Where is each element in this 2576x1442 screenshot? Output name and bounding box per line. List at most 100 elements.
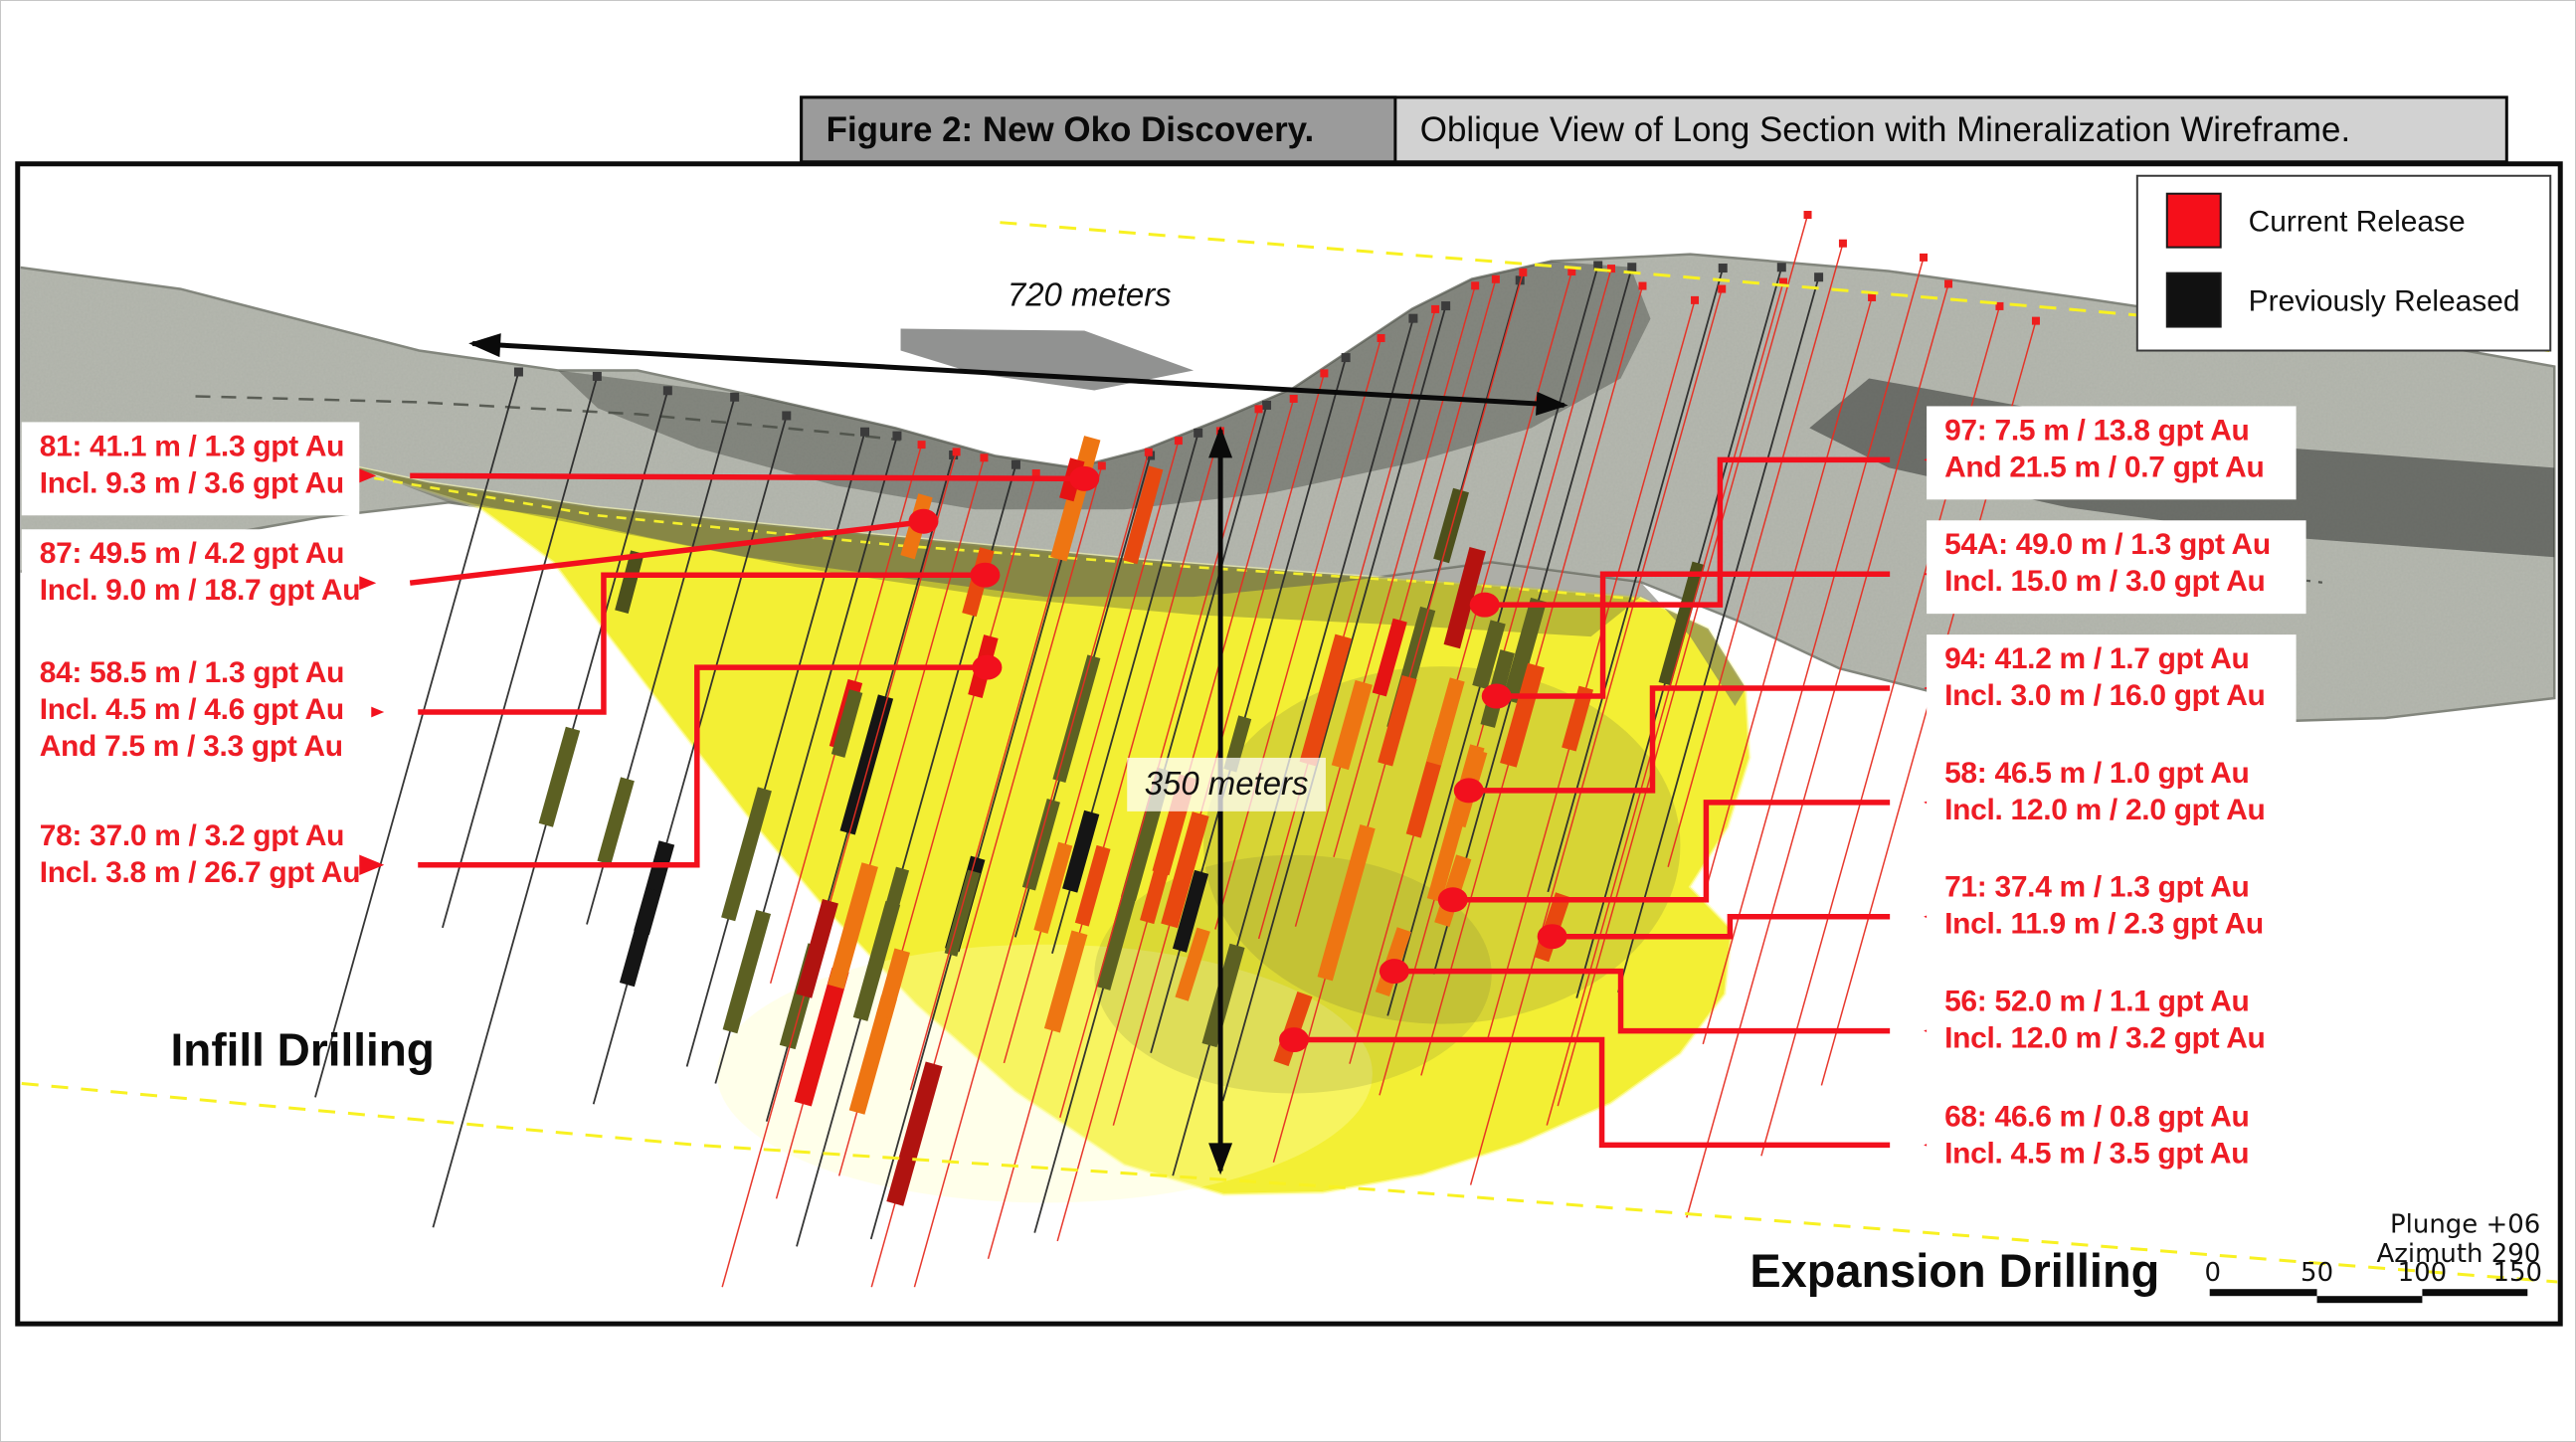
- leader-dot-87: [908, 508, 939, 534]
- collar-marker: [1868, 292, 1877, 301]
- collar-marker: [1519, 268, 1528, 276]
- intercept-bar: [1175, 927, 1210, 1001]
- leader-line-58: [1457, 800, 1891, 903]
- drill-trace: [592, 415, 788, 1105]
- intercept-bar: [1050, 436, 1101, 562]
- collar-marker: [892, 431, 902, 441]
- collar-marker: [1031, 469, 1040, 478]
- annotation-line: Incl. 4.5 m / 3.5 gpt Au: [1944, 1137, 2249, 1170]
- annotation-hole-56: 56: 52.0 m / 1.1 gpt Au Incl. 12.0 m / 3…: [1927, 977, 2297, 1071]
- intercept-bar: [828, 862, 878, 990]
- collar-marker: [952, 448, 961, 456]
- leader-line-71: [1557, 913, 1891, 940]
- annotation-line: 56: 52.0 m / 1.1 gpt Au: [1944, 986, 2249, 1018]
- leader-dot-81: [1069, 465, 1100, 491]
- collar-marker: [513, 367, 523, 377]
- intercept-bar: [796, 898, 838, 998]
- annotation-line: 78: 37.0 m / 3.2 gpt Au: [40, 819, 344, 852]
- scale-bar: 0 50 100 150: [2204, 1258, 2542, 1304]
- collar-marker: [1174, 437, 1183, 446]
- scale-tick-0: 0: [2204, 1258, 2221, 1288]
- view-parameters: Plunge +06 Azimuth 290: [2377, 1209, 2541, 1269]
- figure-subtitle: Oblique View of Long Section with Minera…: [1420, 110, 2350, 149]
- legend-label-previous: Previously Released: [2249, 285, 2520, 318]
- leader-dot-68: [1279, 1027, 1309, 1053]
- annotation-line: Incl. 4.5 m / 4.6 gpt Au: [40, 693, 344, 726]
- collar-marker: [662, 386, 672, 396]
- intercept-bar: [1033, 841, 1073, 934]
- collar-marker: [980, 453, 989, 462]
- leader-dot-97: [1469, 592, 1500, 618]
- collar-marker: [1515, 275, 1525, 285]
- annotation-line: Incl. 11.9 m / 2.3 gpt Au: [1944, 908, 2264, 941]
- intercept-bar: [619, 887, 661, 988]
- leader-line-56: [1398, 968, 1891, 1034]
- collar-marker: [1593, 261, 1603, 270]
- annotation-line: 54A: 49.0 m / 1.3 gpt Au: [1944, 528, 2271, 561]
- collar-marker: [1718, 284, 1727, 293]
- collar-marker: [1491, 274, 1500, 283]
- intercept-annotations: 81: 41.1 m / 1.3 gpt Au Incl. 9.3 m / 3.…: [21, 406, 2306, 1186]
- collar-marker: [1995, 301, 2004, 310]
- annotation-line: Incl. 9.3 m / 3.6 gpt Au: [40, 466, 344, 499]
- collar-marker: [1377, 333, 1385, 342]
- drill-trace: [1702, 257, 1925, 1045]
- intercept-bar: [1502, 597, 1547, 704]
- wireframe-band-shadow: [289, 452, 1641, 637]
- annotation-line: Incl. 12.0 m / 2.0 gpt Au: [1944, 794, 2265, 826]
- collar-marker: [1194, 428, 1203, 438]
- collar-marker: [1814, 272, 1824, 282]
- annotation-line: 84: 58.5 m / 1.3 gpt Au: [40, 656, 344, 689]
- collar-marker: [1441, 301, 1451, 311]
- leader-dot-56: [1379, 959, 1409, 985]
- intercept-bar: [1299, 633, 1353, 767]
- collar-marker: [1408, 313, 1418, 323]
- annotation-line: 68: 46.6 m / 0.8 gpt Au: [1944, 1100, 2249, 1133]
- collar-marker: [2031, 316, 2040, 325]
- intercept-bar: [1443, 547, 1486, 649]
- intercept-bar: [1122, 465, 1164, 565]
- collar-marker: [1011, 459, 1020, 469]
- intercept-bar: [1172, 869, 1209, 953]
- intercept-bar: [839, 694, 894, 835]
- annotation-hole-97: 97: 7.5 m / 13.8 gpt Au And 21.5 m / 0.7…: [1927, 406, 2297, 500]
- leader-line-84: [418, 572, 982, 715]
- drill-trace: [869, 473, 1087, 1240]
- wireframe-top-dashed-edge: [299, 464, 1636, 601]
- leader-line-78: [418, 664, 984, 868]
- annotation-line: 87: 49.5 m / 4.2 gpt Au: [40, 537, 344, 570]
- intercept-bar: [794, 967, 849, 1107]
- drill-trace: [685, 432, 866, 1067]
- collar-marker: [592, 371, 602, 381]
- intercept-bar: [1052, 654, 1101, 783]
- collar-marker: [1144, 448, 1153, 456]
- drill-trace: [1617, 276, 1820, 993]
- annotation-line: 94: 41.2 m / 1.7 gpt Au: [1944, 642, 2249, 675]
- intercept-bar: [1161, 811, 1209, 929]
- intercept-bar: [1372, 618, 1407, 697]
- infill-drilling-label: Infill Drilling: [171, 1024, 435, 1076]
- leader-dot-94: [1453, 778, 1484, 804]
- collar-marker: [1471, 281, 1480, 290]
- annotation-hole-78: 78: 37.0 m / 3.2 gpt Au Incl. 3.8 m / 26…: [21, 811, 361, 905]
- annotation-hole-68: 68: 46.6 m / 0.8 gpt Au Incl. 4.5 m / 3.…: [1927, 1092, 2297, 1186]
- intercept-bar: [615, 550, 644, 614]
- width-measure-label: 720 meters: [1008, 276, 1172, 313]
- intercept-bar: [1331, 679, 1373, 771]
- leader-dot-54A: [1481, 683, 1512, 709]
- collar-marker: [1776, 263, 1786, 272]
- intercept-bar: [1096, 862, 1146, 991]
- drill-trace: [909, 472, 1085, 1091]
- intercept-bar: [722, 909, 772, 1034]
- annotation-line: And 21.5 m / 0.7 gpt Au: [1944, 451, 2264, 483]
- intercept-bar: [830, 689, 863, 758]
- depth-measure-label: 350 meters: [1145, 765, 1309, 802]
- intercept-bar: [1043, 930, 1088, 1033]
- drill-trace: [442, 376, 599, 929]
- annotation-line: 97: 7.5 m / 13.8 gpt Au: [1944, 414, 2249, 447]
- collar-marker: [1838, 239, 1847, 248]
- figure-frame: [15, 161, 2563, 1327]
- expansion-drilling-label: Expansion Drilling: [1749, 1245, 2159, 1297]
